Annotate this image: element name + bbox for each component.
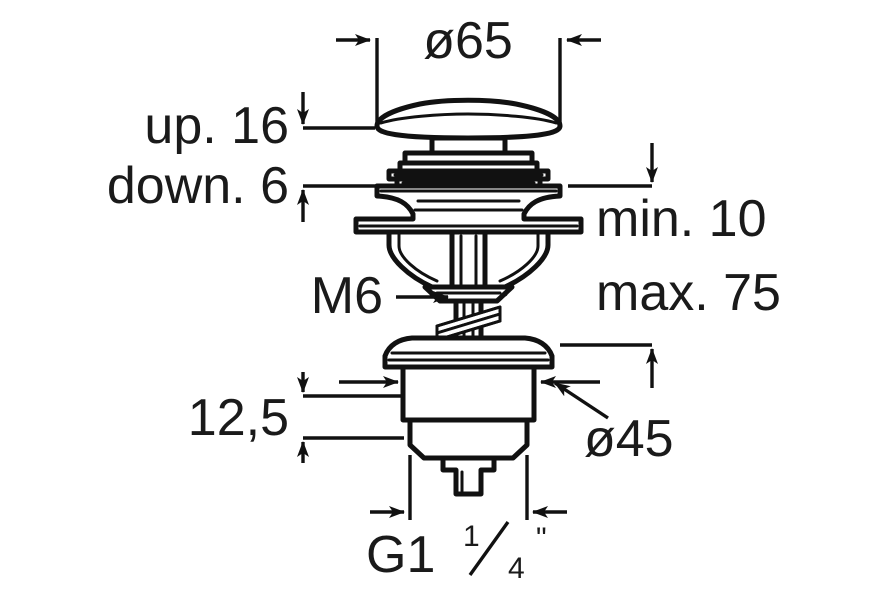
label-thread-rod: M6 xyxy=(311,267,383,325)
label-diameter-top: ø65 xyxy=(423,12,513,70)
lower-body xyxy=(382,335,555,497)
dimension-install-depth: min. 10 max. 75 xyxy=(560,143,781,388)
label-thread-outlet-denominator: 4 xyxy=(508,552,525,585)
label-diameter-lower: ø45 xyxy=(584,410,674,468)
threaded-rod-m6 xyxy=(435,298,502,344)
label-depth-max: max. 75 xyxy=(596,264,781,322)
label-travel-up: up. 16 xyxy=(144,97,289,155)
dimension-diameter-top: ø65 xyxy=(336,12,601,128)
label-travel-down: down. 6 xyxy=(107,157,289,215)
dimension-thread-outlet: G1 1 4 " xyxy=(366,455,567,585)
dimension-height-lower: 12,5 xyxy=(188,372,404,463)
dimension-diameter-lower: ø45 xyxy=(339,376,674,468)
label-thread-outlet-prefix: G1 xyxy=(366,526,435,584)
leader-thread-rod: M6 xyxy=(311,267,449,325)
label-thread-outlet-numerator: 1 xyxy=(463,520,480,553)
label-height-lower: 12,5 xyxy=(188,389,289,447)
dimension-travel-up: up. 16 xyxy=(144,92,375,155)
label-depth-min: min. 10 xyxy=(596,190,767,248)
label-thread-outlet-inch-mark: " xyxy=(536,522,547,555)
dimension-travel-down: down. 6 xyxy=(107,157,388,222)
valve-cage xyxy=(386,229,551,304)
upper-body-seal-stack xyxy=(386,150,551,189)
main-flange xyxy=(353,183,584,235)
push-button-cap xyxy=(374,97,563,141)
